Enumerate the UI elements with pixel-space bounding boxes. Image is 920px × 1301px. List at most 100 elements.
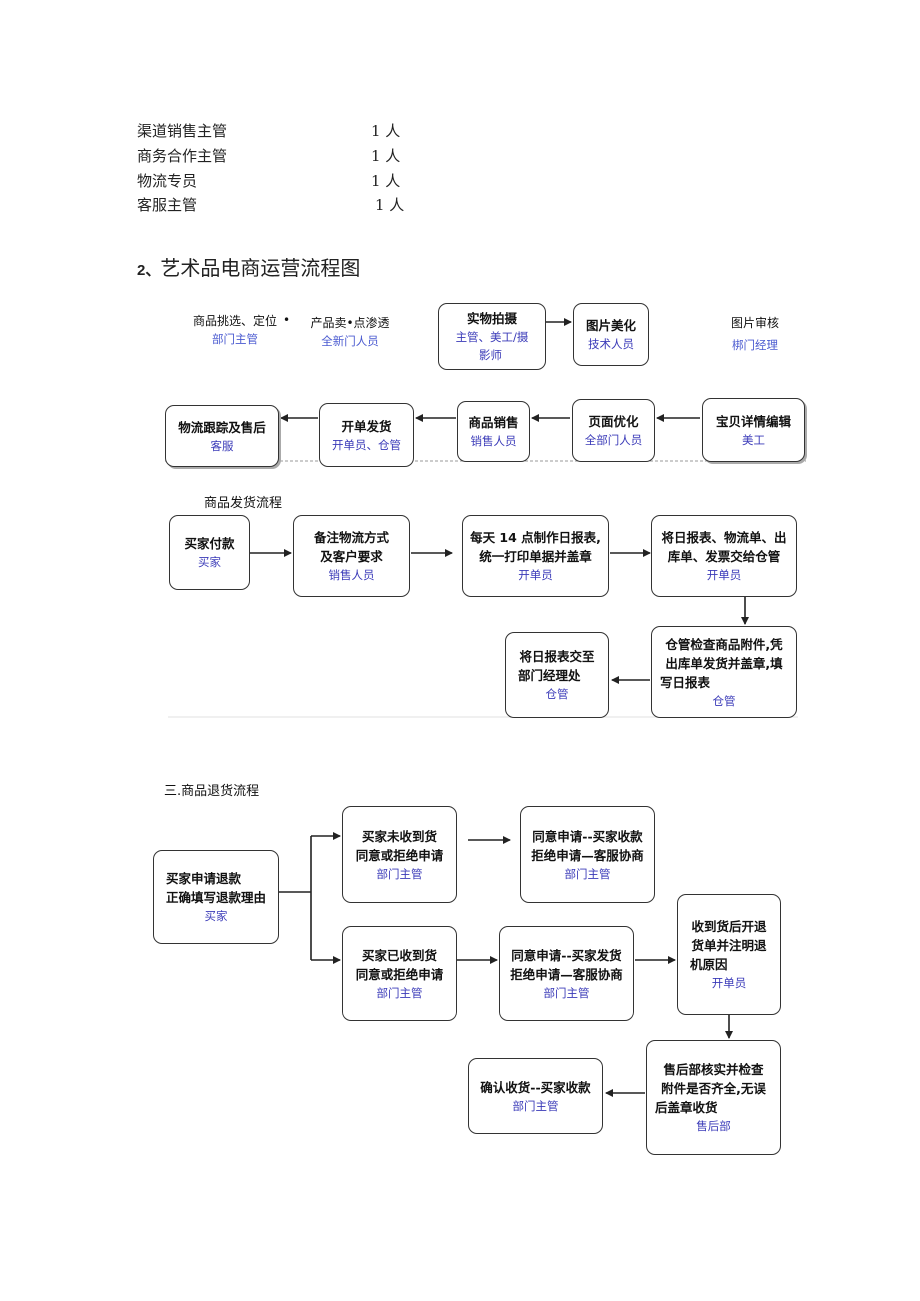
step-line: 拒绝申请—客服协商 [531, 847, 644, 863]
step-title: 宝贝详情编辑 [715, 413, 791, 429]
step-line: 收到货后开退 [691, 919, 767, 934]
step-role: 部门主管 [212, 332, 258, 346]
step-role: 全部门人员 [584, 433, 643, 447]
step-role: 部门主管 [376, 985, 423, 1000]
staff-role: 物流专员 [137, 172, 198, 190]
step-role: 美工 [742, 432, 765, 447]
ops-step-image-retouch: 图片美化 技术人员 [573, 303, 649, 366]
step-title: 商品销售 [468, 415, 519, 430]
shipping-flow-title: 商品发货流程 [204, 496, 283, 511]
section-title-text: 艺术品电商运营流程图 [160, 256, 361, 280]
step-role: 销售人员 [470, 434, 517, 448]
step-line: 买家已收到货 [361, 947, 437, 963]
step-line: 售后部核实并检查 [663, 1062, 764, 1077]
step-role: 开单员 [711, 976, 747, 990]
step-line: 统一打印单据并盖章 [479, 549, 592, 564]
staff-count: 1 人 [371, 172, 401, 190]
step-role: 部门主管 [564, 866, 611, 881]
ship-step-report-manager: 将日报表交至 部门经理处 仓管 [505, 632, 609, 718]
bullet-mark: • [283, 313, 291, 327]
staff-role: 渠道销售主管 [137, 122, 228, 140]
step-title: 实物拍摄 [466, 311, 517, 326]
step-line: 出库单发货并盖章,填 [665, 655, 783, 671]
ops-step-invoice-ship: 开单发货 开单员、仓管 [319, 403, 414, 467]
step-role: 全新门人员 [321, 334, 379, 348]
return-step-apply-refund: 买家申请退款 正确填写退款理由 买家 [153, 850, 279, 944]
step-role: 影师 [479, 348, 502, 362]
step-title: 图片美化 [585, 318, 636, 333]
step-line: 将日报表、物流单、出 [661, 530, 787, 545]
step-line: 库单、发票交给仓管 [667, 549, 781, 564]
ops-step-selling-point: 产品卖•点渗透 全新门人员 [300, 314, 400, 350]
step-title: 商品挑选、定位 [192, 314, 277, 328]
ops-step-product-sales: 商品销售 销售人员 [457, 401, 530, 462]
step-line: 后盖章收货 [655, 1100, 718, 1115]
ops-step-image-review: 图片审核 梆门经理 [710, 314, 800, 354]
ops-step-logistics-aftersale: 物流跟踪及售后 客服 [165, 405, 279, 467]
return-step-confirm-receipt: 确认收货--买家收款 部门主管 [468, 1058, 603, 1134]
step-line: 货单并注明退 [691, 938, 767, 953]
return-step-not-received: 买家未收到货 同意或拒绝申请 部门主管 [342, 806, 457, 903]
ops-step-photo-shoot: 实物拍摄 主管、美工/摄 影师 [438, 303, 546, 370]
step-line: 同意或拒绝申请 [355, 847, 444, 863]
return-step-ship-back-decision: 同意申请--买家发货 拒绝申请—客服协商 部门主管 [499, 926, 634, 1021]
step-line: 每天 14 点制作日报表, [470, 530, 601, 545]
step-role: 客服 [210, 438, 234, 453]
step-role: 开单员、仓管 [332, 437, 401, 452]
section-number: 2、 [137, 262, 161, 279]
return-step-refund-decision: 同意申请--买家收款 拒绝申请—客服协商 部门主管 [520, 806, 655, 903]
step-line: 仓管检查商品附件,凭 [665, 636, 783, 652]
ship-step-note-logistics: 备注物流方式 及客户要求 销售人员 [293, 515, 410, 597]
ops-step-page-optimize: 页面优化 全部门人员 [572, 399, 655, 462]
ship-step-buyer-pay: 买家付款 买家 [169, 515, 250, 590]
ops-step-select-position: 商品挑选、定位 部门主管 [170, 312, 300, 348]
staff-role: 商务合作主管 [137, 147, 228, 165]
step-title: 买家付款 [184, 536, 235, 551]
step-line: 将日报表交至 [519, 649, 595, 664]
step-role: 仓管 [545, 687, 569, 701]
staff-count: 1 人 [371, 147, 401, 165]
ops-step-detail-edit: 宝贝详情编辑 美工 [702, 398, 805, 462]
step-role: 部门主管 [512, 1098, 559, 1113]
step-line: 确认收货--买家收款 [480, 1079, 591, 1095]
return-step-aftersale-verify: 售后部核实并检查 附件是否齐全,无误 后盖章收货 售后部 [646, 1040, 781, 1155]
step-role: 售后部 [696, 1119, 731, 1133]
step-line: 及客户要求 [320, 549, 383, 564]
step-title: 产品卖•点渗透 [310, 316, 390, 330]
section-title: 2、艺术品电商运营流程图 [137, 252, 360, 281]
step-role: 买家 [198, 555, 221, 569]
step-line: 正确填写退款理由 [165, 890, 266, 905]
step-title: 开单发货 [341, 418, 392, 434]
step-role: 仓管 [712, 693, 736, 708]
step-role: 买家 [204, 909, 228, 923]
step-role: 部门主管 [376, 866, 423, 881]
return-step-issue-return-note: 收到货后开退 货单并注明退 机原因 开单员 [677, 894, 781, 1015]
step-line: 买家未收到货 [361, 828, 437, 844]
step-line: 同意申请--买家发货 [511, 947, 622, 963]
step-line: 备注物流方式 [313, 530, 389, 545]
step-line: 买家申请退款 [166, 871, 242, 886]
return-flow-title: 三.商品退货流程 [164, 784, 260, 799]
step-line: 同意申请--买家收款 [532, 828, 643, 844]
step-role: 部门主管 [543, 985, 590, 1000]
staff-count: 1 人 [375, 196, 405, 214]
staff-count: 1 人 [371, 122, 401, 140]
step-role: 梆门经理 [732, 338, 778, 352]
step-line: 拒绝申请—客服协商 [510, 966, 623, 982]
step-role: 主管、美工/摄 [455, 330, 529, 344]
ship-step-warehouse-check: 仓管检查商品附件,凭 出库单发货并盖章,填 写日报表 仓管 [651, 626, 797, 718]
step-line: 部门经理处 [518, 668, 581, 683]
step-role: 开单员 [706, 568, 742, 582]
return-step-received: 买家已收到货 同意或拒绝申请 部门主管 [342, 926, 457, 1021]
step-title: 图片审核 [730, 316, 779, 330]
ship-step-daily-report: 每天 14 点制作日报表, 统一打印单据并盖章 开单员 [462, 515, 609, 597]
step-title: 物流跟踪及售后 [178, 419, 266, 435]
ship-step-handover-warehouse: 将日报表、物流单、出 库单、发票交给仓管 开单员 [651, 515, 797, 597]
step-line: 写日报表 [660, 674, 711, 690]
step-role: 销售人员 [328, 568, 375, 582]
step-line: 机原因 [690, 957, 728, 972]
step-role: 技术人员 [588, 337, 634, 351]
step-line: 附件是否齐全,无误 [661, 1081, 766, 1096]
step-title: 页面优化 [588, 414, 639, 429]
step-role: 开单员 [518, 568, 553, 582]
